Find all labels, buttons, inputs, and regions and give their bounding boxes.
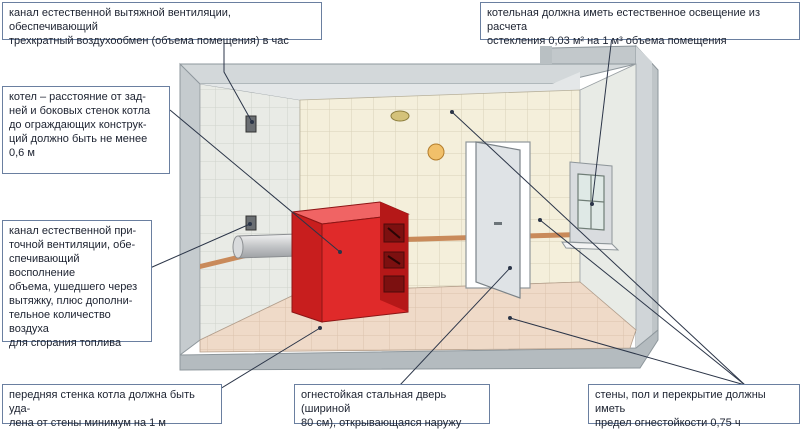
callout-supply-ventilation: канал естественной при- точной вентиляци…	[2, 220, 152, 349]
callout-front-wall-distance: передняя стенка котла должна быть уда- л…	[2, 384, 222, 429]
room-shell	[179, 44, 659, 371]
wall-lamp	[427, 143, 445, 161]
exhaust-vent-grille	[245, 115, 257, 133]
callout-boiler-distance: котел – расстояние от зад- ней и боковых…	[2, 86, 170, 174]
leader-exhaust	[223, 36, 253, 123]
leader-fire-floor	[509, 317, 746, 386]
boiler	[291, 201, 410, 323]
leader-front-wall	[209, 327, 321, 396]
leader-supply	[149, 223, 251, 269]
floor-slab	[179, 328, 659, 371]
callout-fire-door: огнестойкая стальная дверь (шириной 80 с…	[294, 384, 490, 429]
leader-lines	[149, 35, 746, 396]
ceiling-lamp	[390, 110, 410, 122]
callout-exhaust-ventilation: канал естественной вытяжной вентиляции, …	[2, 2, 322, 47]
left-wall-slab	[179, 62, 201, 356]
callout-natural-lighting: котельная должна иметь естественное осве…	[480, 2, 800, 47]
flue-pipe	[237, 233, 299, 259]
leader-boiler-distance	[169, 109, 341, 253]
window-sill	[561, 241, 620, 251]
leader-fire-ceiling	[451, 111, 746, 386]
leader-door	[399, 267, 511, 386]
leader-dots	[248, 110, 594, 330]
fire-door	[475, 141, 521, 299]
callout-fire-resistance: стены, пол и перекрытие должны иметь пре…	[588, 384, 800, 429]
leader-fire-wall	[539, 219, 746, 386]
leader-lighting	[591, 35, 613, 205]
